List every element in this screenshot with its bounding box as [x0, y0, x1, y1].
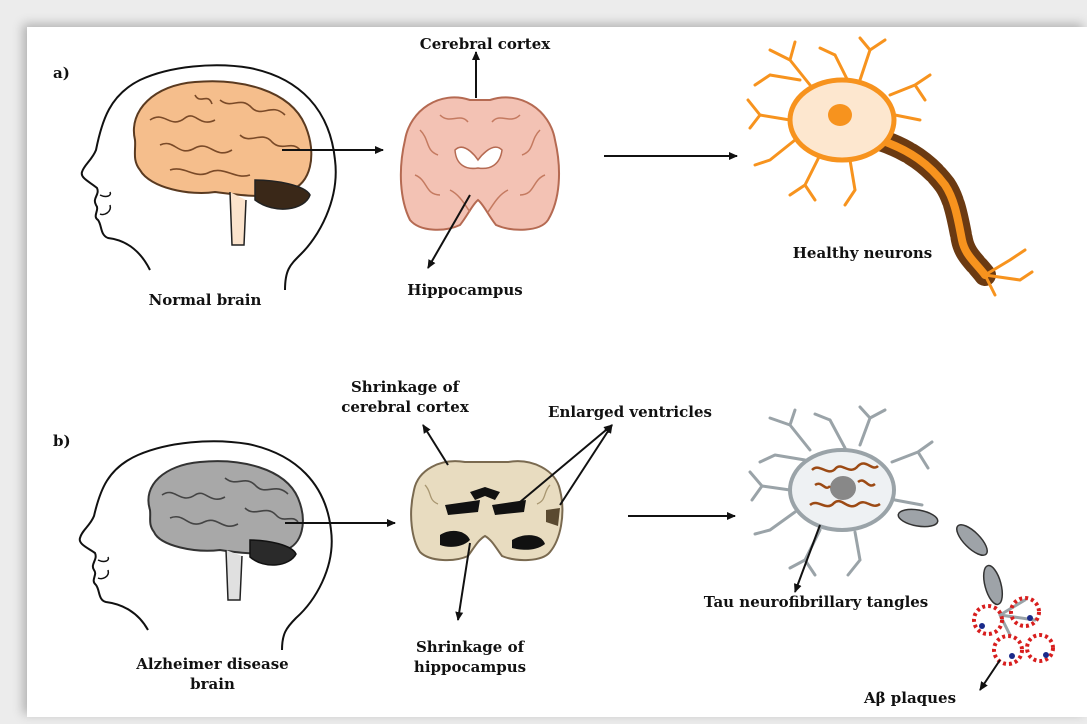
label-ab-plaques: Aβ plaques — [845, 688, 975, 708]
label-enlarged-ventricles: Enlarged ventricles — [530, 402, 730, 422]
amyloid-plaques — [974, 598, 1053, 664]
label-cerebral-cortex: Cerebral cortex — [400, 34, 570, 54]
label-shrinkage-cortex: Shrinkage of cerebral cortex — [330, 377, 480, 417]
coronal-section-ad — [411, 461, 562, 560]
label-hippocampus: Hippocampus — [385, 280, 545, 300]
ad-brain-shape — [148, 461, 302, 600]
ad-neuron — [750, 407, 1053, 664]
panel-b-tag: b) — [53, 432, 71, 450]
label-shrinkage-hippocampus: Shrinkage of hippocampus — [390, 637, 550, 677]
panel-a-tag: a) — [53, 64, 70, 82]
coronal-section-healthy — [401, 97, 559, 229]
normal-brain-shape — [134, 81, 311, 245]
label-healthy-neurons: Healthy neurons — [775, 243, 950, 263]
label-ad-brain: Alzheimer disease brain — [125, 654, 300, 694]
label-tau-tangles: Tau neurofibrillary tangles — [676, 592, 956, 612]
label-normal-brain: Normal brain — [125, 290, 285, 310]
